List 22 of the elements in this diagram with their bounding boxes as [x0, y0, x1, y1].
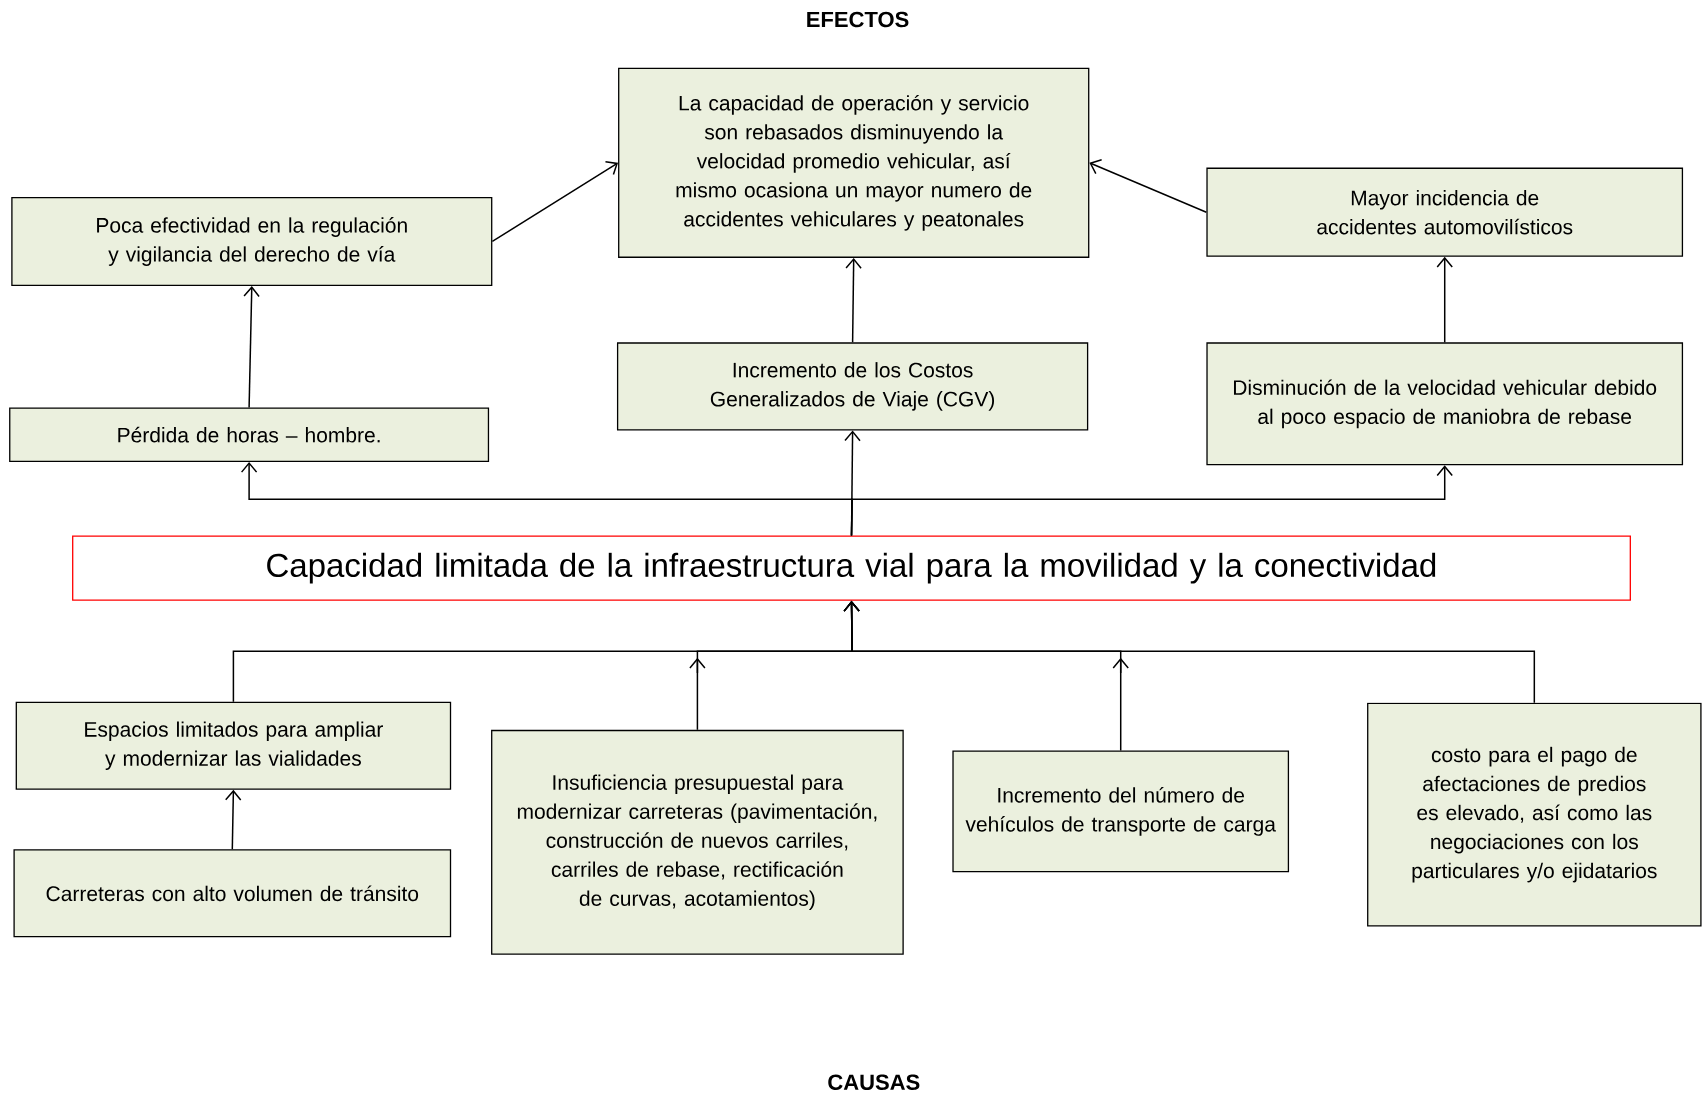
section-heading: EFECTOS	[807, 11, 909, 28]
arrow	[243, 286, 260, 409]
cause-box: costo para el pago de afectaciones de predios es elevado, así como las negociaciones con los particulares y/o ejidatarios	[1367, 702, 1702, 927]
cause-box: Carreteras con alto volumen de tránsito	[13, 849, 452, 938]
arrow	[1089, 159, 1208, 213]
problem-box: Capacidad limitada de la infraestructura vial para la movilidad y la conectividad	[72, 535, 1631, 601]
cause-box: Incremento del número de vehículos de transporte de carga	[952, 750, 1290, 873]
arrow	[1436, 256, 1453, 344]
arrow	[224, 789, 242, 850]
effect-box: Pérdida de horas – hombre.	[9, 407, 490, 462]
cause-box: Insuficiencia presupuestal para modernizar carreteras (pavimentación, construcción de nuevos carriles, carriles de rebase, rectificación de curvas, acotamientos)	[491, 729, 904, 955]
section-heading: CAUSAS	[828, 1074, 920, 1090]
effect-box: Incremento de los Costos Generalizados de Viaje (CGV)	[616, 342, 1089, 431]
arrow	[491, 161, 619, 243]
arrow	[850, 465, 1453, 537]
effect-box: Poca efectividad en la regulación y vigilancia del derecho de vía	[11, 196, 493, 287]
effect-box: La capacidad de operación y servicio son rebasados disminuyendo la velocidad promedio vehicular, así mismo ocasiona un mayor numero de accidentes vehiculares y peatonales	[618, 67, 1090, 258]
effect-box: Mayor incidencia de accidentes automovilísticos	[1206, 167, 1684, 257]
arrow	[843, 600, 1536, 704]
cause-box: Espacios limitados para ampliar y modernizar las vialidades	[15, 701, 452, 790]
effect-box: Disminución de la velocidad vehicular debido al poco espacio de maniobra de rebase	[1206, 342, 1684, 466]
arrow	[845, 257, 862, 344]
